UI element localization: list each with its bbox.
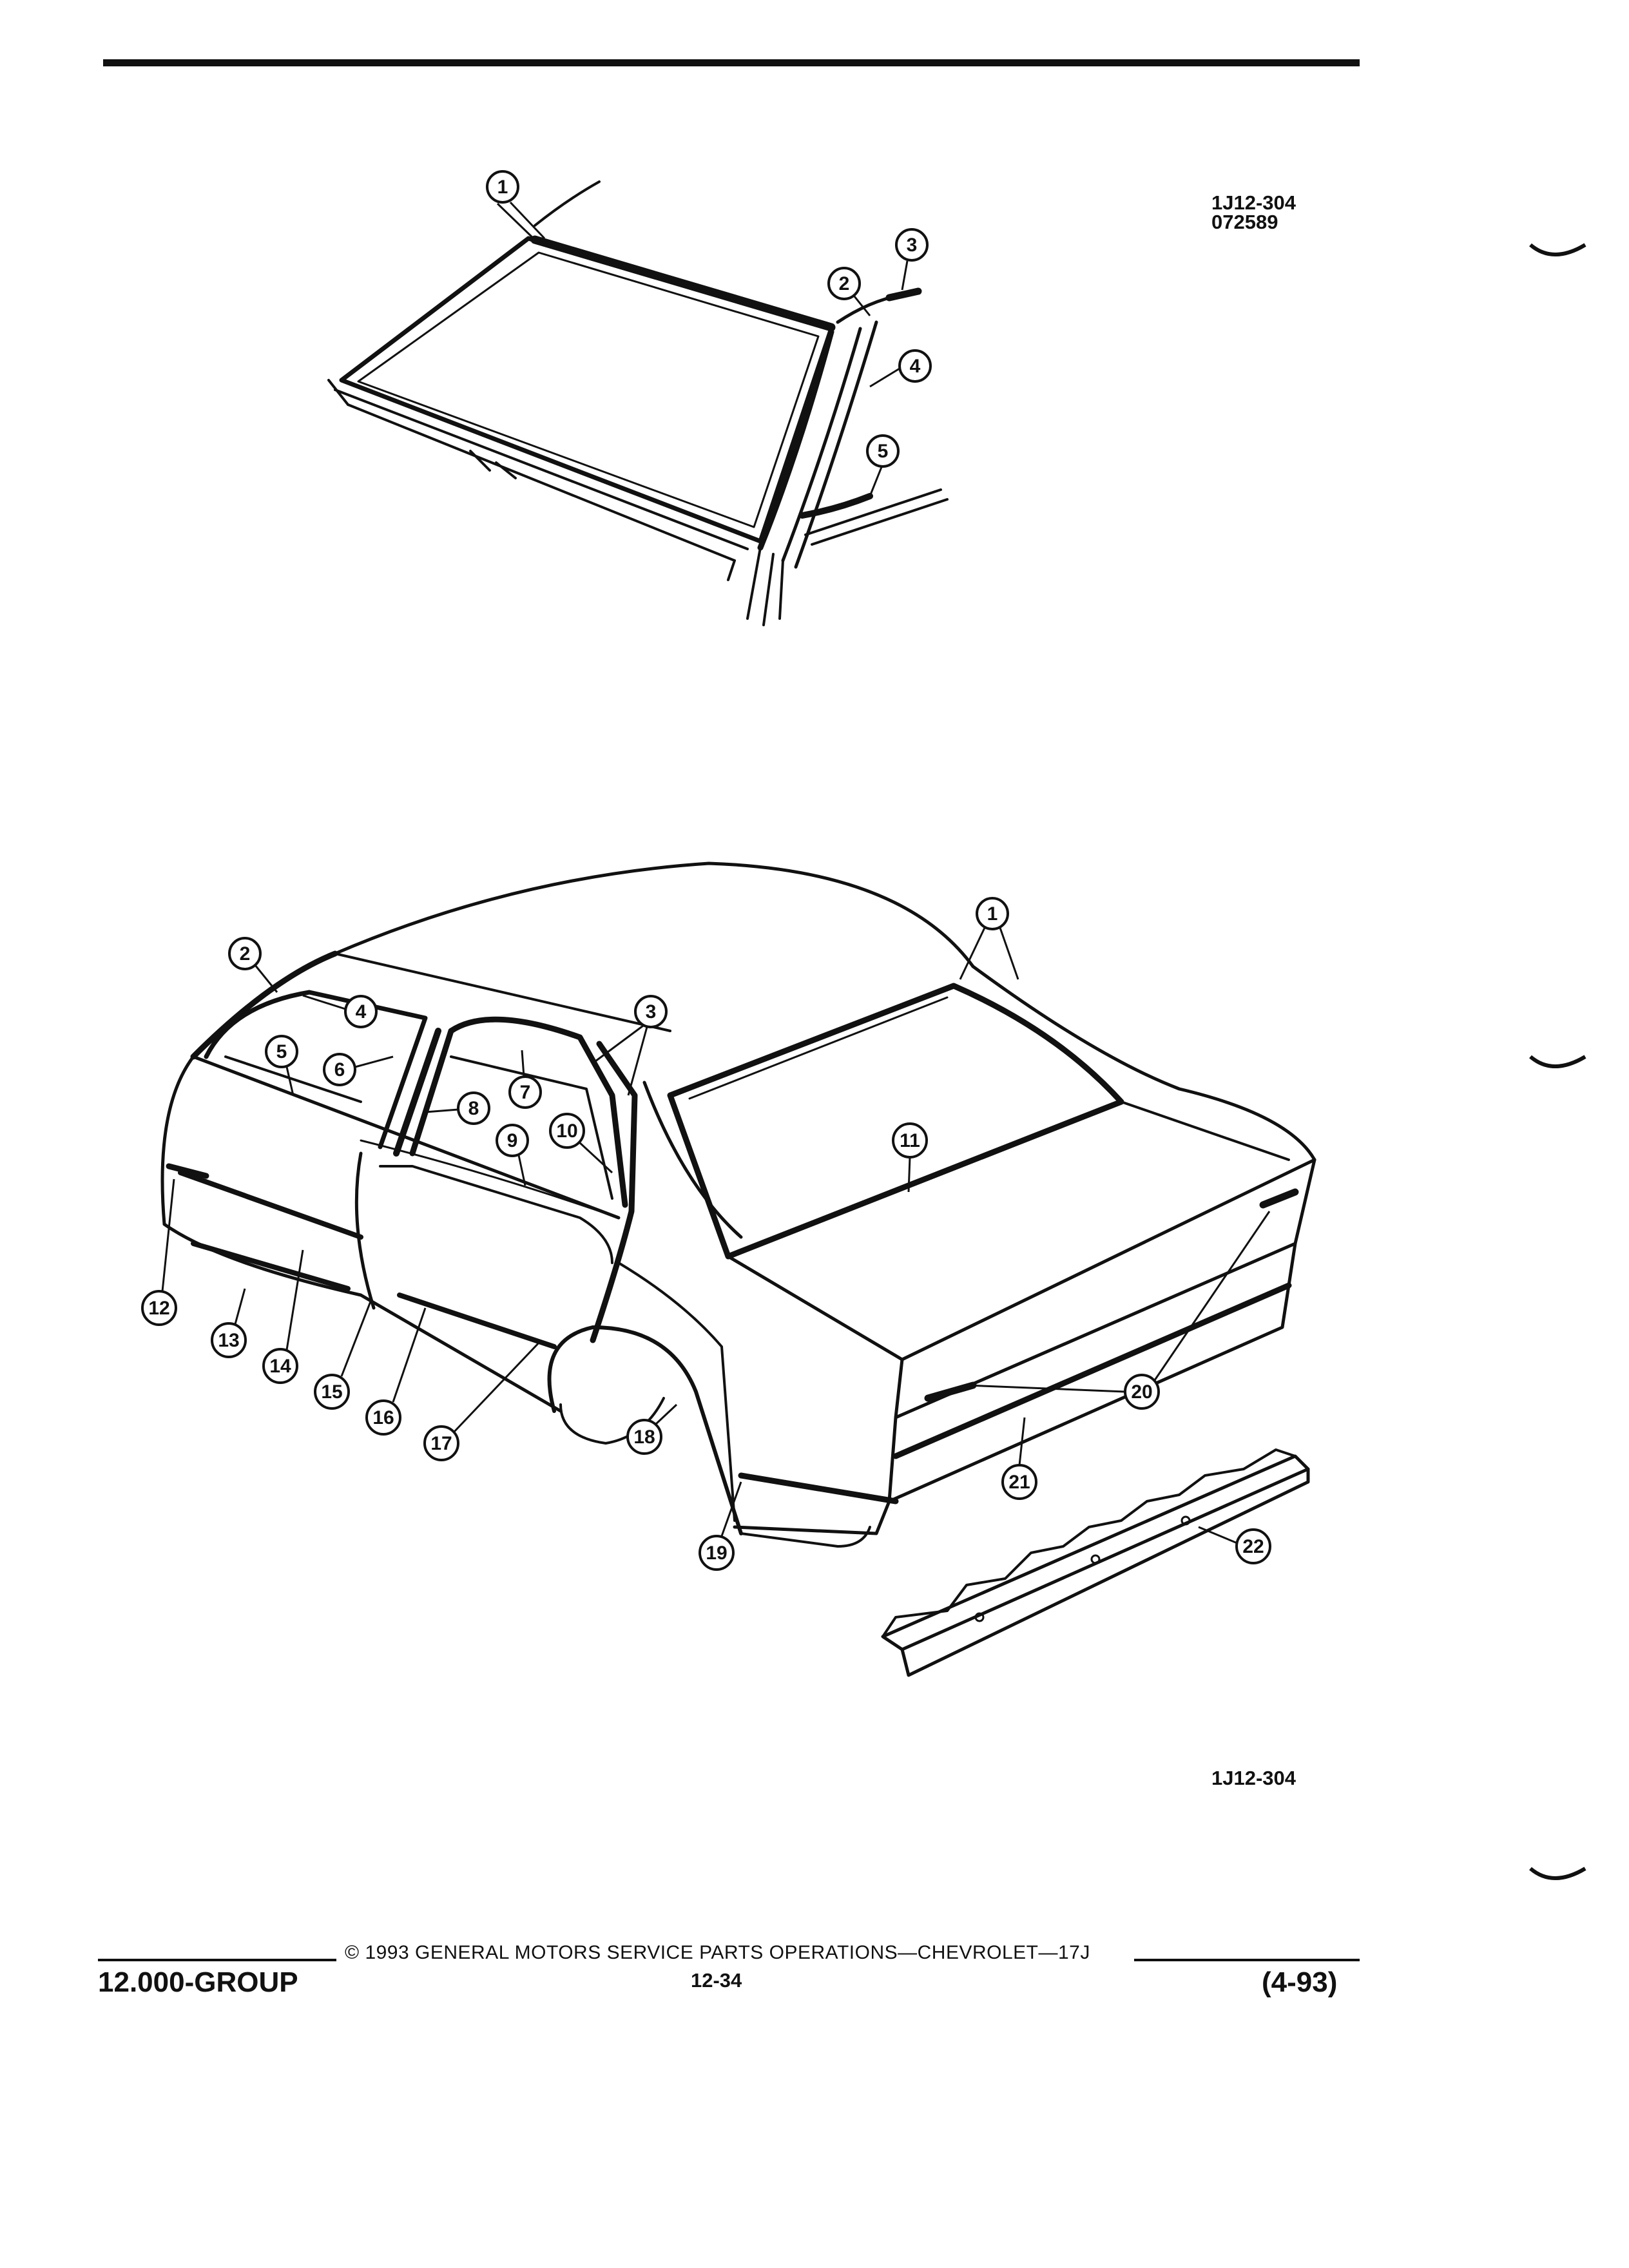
svg-text:17: 17: [430, 1433, 452, 1454]
sedan-illustration: 1 2 3 4 5: [141, 861, 1316, 1677]
callout-19: 19: [699, 1481, 742, 1571]
callout-1: 1: [486, 170, 546, 241]
footer-revision: (4-93): [1262, 1966, 1338, 1998]
bottom-figure-code: 1J12-304: [1211, 1767, 1296, 1789]
callout-11: 11: [892, 1122, 928, 1193]
binding-mark-icon: [1529, 1055, 1586, 1068]
svg-text:6: 6: [334, 1059, 345, 1081]
header-rule: [103, 59, 1360, 66]
binding-mark-icon: [1529, 1867, 1586, 1880]
svg-text:18: 18: [633, 1427, 655, 1448]
callout-1: 1: [959, 897, 1019, 980]
svg-text:15: 15: [321, 1381, 342, 1403]
svg-text:5: 5: [878, 441, 889, 462]
callout-16: 16: [365, 1307, 427, 1436]
callout-18: 18: [626, 1403, 678, 1455]
callout-20: 20: [966, 1211, 1271, 1410]
svg-text:13: 13: [218, 1330, 239, 1351]
callout-2: 2: [228, 937, 278, 993]
svg-text:1: 1: [497, 177, 508, 198]
footer-group-label: 12.000-GROUP: [98, 1966, 298, 1998]
footer-left-rule: [98, 1959, 336, 1961]
svg-text:4: 4: [910, 356, 921, 377]
callout-12: 12: [141, 1178, 177, 1326]
svg-text:3: 3: [646, 1001, 657, 1023]
svg-text:11: 11: [900, 1130, 920, 1151]
footer-page-number: 12-34: [691, 1969, 742, 1992]
svg-text:21: 21: [1008, 1472, 1030, 1493]
svg-text:14: 14: [269, 1356, 291, 1377]
callout-6: 6: [323, 1053, 394, 1086]
svg-text:16: 16: [372, 1407, 394, 1428]
svg-text:19: 19: [706, 1542, 727, 1564]
svg-text:2: 2: [839, 273, 850, 294]
svg-text:7: 7: [520, 1082, 531, 1103]
top-figure-date-code: 072589: [1211, 211, 1278, 233]
svg-text:5: 5: [276, 1041, 287, 1062]
callout-10: 10: [549, 1113, 613, 1174]
callout-3: 3: [895, 228, 929, 291]
footer-right-rule: [1134, 1959, 1360, 1961]
binding-mark-icon: [1529, 243, 1586, 256]
callout-5: 5: [866, 434, 900, 497]
callout-2: 2: [827, 267, 871, 316]
callout-8: 8: [425, 1091, 490, 1125]
svg-text:8: 8: [468, 1098, 479, 1119]
svg-text:2: 2: [240, 943, 251, 965]
callout-4: 4: [869, 349, 932, 388]
callout-15: 15: [314, 1301, 372, 1410]
footer-copyright: © 1993 GENERAL MOTORS SERVICE PARTS OPER…: [345, 1942, 1090, 1963]
callout-14: 14: [262, 1249, 304, 1384]
svg-text:3: 3: [907, 235, 918, 256]
svg-text:22: 22: [1242, 1536, 1264, 1557]
svg-text:1: 1: [987, 903, 998, 925]
svg-text:9: 9: [507, 1130, 518, 1151]
callout-21: 21: [1001, 1417, 1037, 1500]
callout-9: 9: [496, 1124, 529, 1186]
callout-22: 22: [1198, 1526, 1271, 1564]
svg-text:20: 20: [1131, 1381, 1152, 1403]
top-figure-code: 1J12-304: [1211, 191, 1296, 214]
callout-3: 3: [592, 995, 668, 1096]
callout-4: 4: [302, 994, 378, 1028]
svg-text:4: 4: [356, 1001, 367, 1023]
callout-5: 5: [265, 1035, 298, 1096]
svg-text:10: 10: [556, 1120, 577, 1142]
callout-13: 13: [211, 1288, 247, 1358]
callout-17: 17: [423, 1339, 543, 1461]
svg-text:12: 12: [148, 1298, 169, 1319]
callout-7: 7: [508, 1050, 542, 1109]
windshield-illustration: 1 2 3 4 5: [327, 170, 949, 626]
